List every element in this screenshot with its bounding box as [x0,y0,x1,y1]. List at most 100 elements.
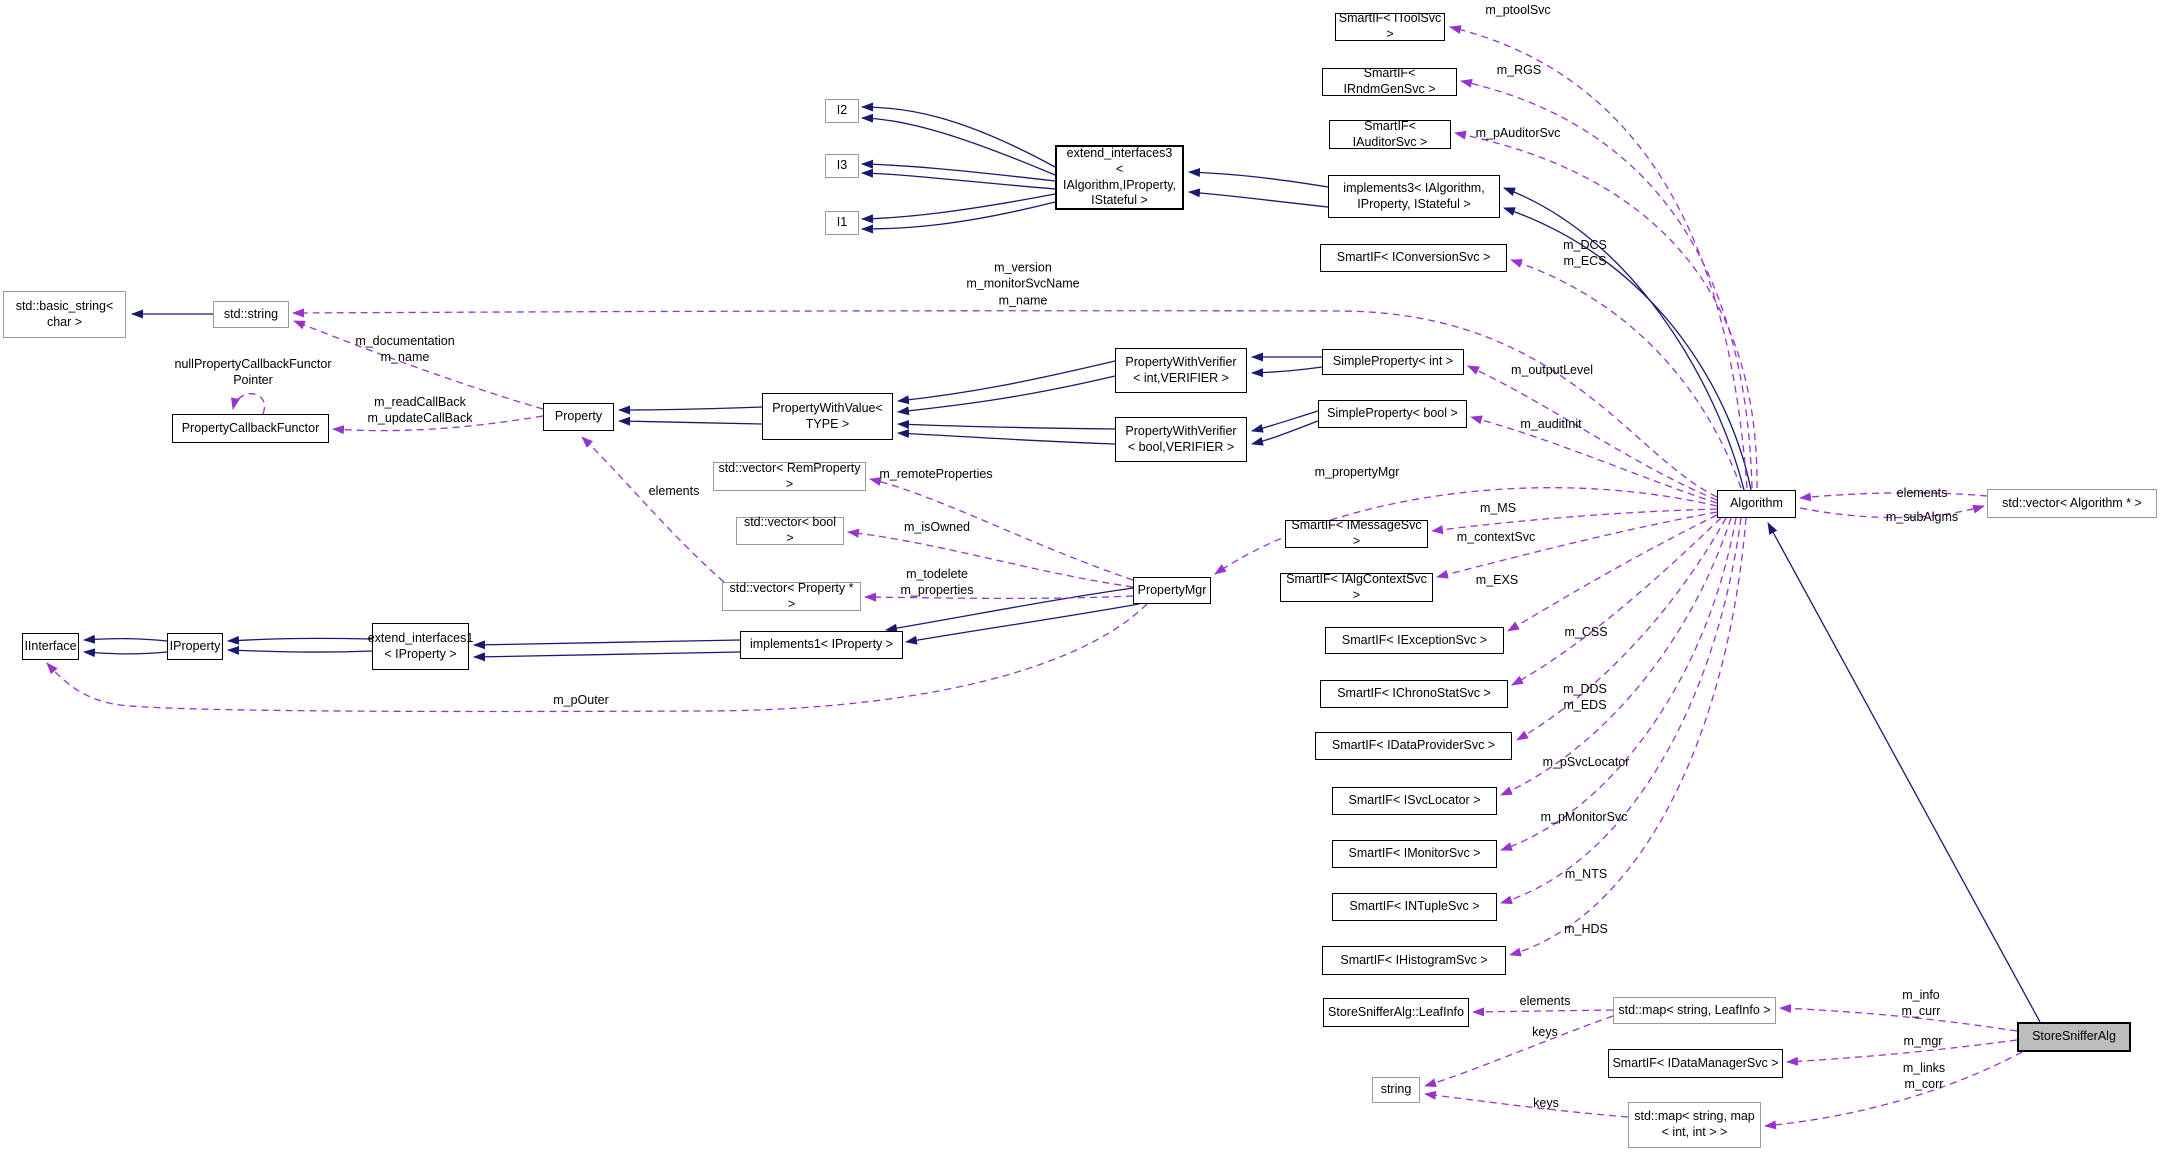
node-smartif-imonitorsvc[interactable]: SmartIF< IMonitorSvc > [1332,840,1497,868]
edge-impl1-ext1-b [473,651,741,662]
node-i2[interactable]: I2 [825,99,859,123]
node-iinterface[interactable]: IInterface [22,633,79,660]
edge-algorithm-itoolsvc [1449,25,1748,489]
edge-propertymgr-impl1-a [885,587,1134,633]
node-extend-interfaces1[interactable]: extend_interfaces1 < IProperty > [368,623,473,670]
node-simpleproperty-bool[interactable]: SimpleProperty< bool > [1318,400,1467,428]
edge-algorithm-iexceptionsvc [1507,514,1718,632]
edge-algorithm-imessagesvc [1431,508,1718,535]
edge-algorithm-iauditorsvc [1454,130,1758,489]
edge-propertymgr-impl1-b [905,603,1140,645]
edge-algorithm-ialgcontextsvc [1436,511,1718,579]
node-simpleproperty-int[interactable]: SimpleProperty< int > [1322,349,1464,375]
edge-propertymgr-vecbool [847,528,1134,588]
edge-algorithm-impl3-b [1503,207,1752,491]
node-propertycallbackfunctor[interactable]: PropertyCallbackFunctor [172,414,329,443]
node-storesnifferalg[interactable]: StoreSnifferAlg [2017,1022,2131,1052]
node-smartif-idatamanagersvc[interactable]: SmartIF< IDataManagerSvc > [1608,1049,1783,1078]
node-propertywithverifier-bool[interactable]: PropertyWithVerifier < bool,VERIFIER > [1115,417,1247,462]
node-storesnifferalg-leafinfo[interactable]: StoreSnifferAlg::LeafInfo [1323,998,1469,1027]
edge-algorithm-propertymgr [1214,487,1718,575]
edge-impl3-ext3-b [1188,188,1329,208]
node-string[interactable]: string [1372,1077,1420,1103]
edge-pwverbool-pwv-b [897,429,1116,445]
edge-pcf-selfloop [230,393,266,415]
node-map-string-leafinfo[interactable]: std::map< string, LeafInfo > [1613,997,1776,1024]
edge-ext3-i1-a [861,193,1056,224]
edge-impl1-ext1-a [473,639,741,650]
node-smartif-ialgcontextsvc[interactable]: SmartIF< IAlgContextSvc > [1280,572,1433,602]
edge-simplebool-pwverbool-b [1251,420,1319,446]
edge-ext3-i3-a [861,159,1056,182]
node-smartif-iauditorsvc[interactable]: SmartIF< IAuditorSvc > [1329,119,1451,149]
usage-edges [46,25,2023,1130]
edge-algorithm-simplebool [1470,415,1718,504]
edge-algorithm-irndmgensvc [1460,79,1753,489]
edge-algorithm-imonitorsvc [1500,517,1737,851]
node-smartif-ihistogramsvc[interactable]: SmartIF< IHistogramSvc > [1322,946,1506,975]
node-smartif-isvclocator[interactable]: SmartIF< ISvcLocator > [1332,787,1497,815]
node-iproperty[interactable]: IProperty [167,633,223,660]
node-property[interactable]: Property [543,403,614,431]
node-map-string-map-int-int[interactable]: std::map< string, map < int, int > > [1628,1102,1761,1148]
edge-pwverbool-pwv-a [897,419,1116,430]
node-smartif-ichronostatsvc[interactable]: SmartIF< IChronoStatSvc > [1320,680,1508,708]
node-i3[interactable]: I3 [825,154,859,178]
edge-simplebool-pwverbool-a [1251,410,1319,433]
edge-mapintmap-string-keys [1424,1090,1629,1118]
edge-mapleafinfo-string-keys [1424,1015,1614,1088]
edge-ext3-i3-b [861,168,1056,190]
edge-pwv-property-a [618,405,763,415]
node-std-basic-string[interactable]: std::basic_string< char > [3,291,126,338]
node-extend-interfaces3[interactable]: extend_interfaces3 < IAlgorithm,IPropert… [1055,145,1184,210]
edge-ext3-i1-b [861,201,1056,234]
edge-propertymgr-iinterface-pouter [46,603,1148,713]
edge-iproperty-iinterface-a [83,634,168,644]
node-smartif-iexceptionsvc[interactable]: SmartIF< IExceptionSvc > [1325,627,1504,654]
edge-algorithm-impl3-a [1503,187,1745,491]
edge-algorithm-intuplesvc [1500,517,1742,905]
node-std-string[interactable]: std::string [213,301,289,328]
node-smartif-irndmgensvc[interactable]: SmartIF< IRndmGenSvc > [1322,66,1457,96]
node-smartif-iconversionsvc[interactable]: SmartIF< IConversionSvc > [1320,244,1507,272]
edge-simpleint-pwverint-b [1251,366,1323,378]
node-implements3[interactable]: implements3< IAlgorithm, IProperty, ISta… [1328,175,1500,218]
node-algorithm[interactable]: Algorithm [1717,490,1796,518]
node-smartif-idataprovidersvc[interactable]: SmartIF< IDataProviderSvc > [1315,732,1512,760]
edge-pwv-property-b [618,416,763,426]
node-propertywithverifier-int[interactable]: PropertyWithVerifier < int,VERIFIER > [1115,348,1247,393]
edge-ext1-iproperty-a [227,635,373,645]
node-smartif-itoolsvc[interactable]: SmartIF< IToolSvc > [1335,11,1445,41]
edge-algorithm-idataprovidersvc [1516,517,1727,741]
edge-property-stdstring [293,320,544,410]
edge-ext3-i2-b [861,113,1056,176]
edge-vecprop-property-elements [581,436,725,583]
node-vector-property-ptr[interactable]: std::vector< Property * > [722,581,861,611]
node-implements1[interactable]: implements1< IProperty > [740,631,903,659]
edge-algorithm-stdstring [292,308,1718,498]
edge-ext1-iproperty-b [227,645,373,655]
node-vector-bool[interactable]: std::vector< bool > [736,515,844,545]
edge-storesnifferalg-mapintmap [1764,1051,2023,1130]
edge-algorithm-ihistogramsvc [1509,517,1747,957]
edge-storesnifferalg-idatamanagersvc [1786,1039,2018,1066]
node-smartif-intuplesvc[interactable]: SmartIF< INTupleSvc > [1332,893,1497,921]
edge-storesnifferalg-algorithm [1767,522,2041,1023]
edge-mapleafinfo-leafinfo-elements [1472,1007,1614,1017]
edge-property-pcf [332,415,544,435]
edge-algorithm-iconversionsvc [1510,259,1742,489]
edge-impl3-ext3-a [1188,167,1329,188]
node-propertymgr[interactable]: PropertyMgr [1133,577,1211,604]
node-vector-remproperty[interactable]: std::vector< RemProperty > [713,461,866,491]
node-propertywithvalue[interactable]: PropertyWithValue< TYPE > [762,393,893,440]
edge-algorithm-ichronostatsvc [1511,517,1722,686]
node-i1[interactable]: I1 [825,211,859,235]
edge-algorithm-isvclocator [1500,517,1732,796]
node-smartif-imessagesvc[interactable]: SmartIF< IMessageSvc > [1285,518,1428,548]
edge-propertymgr-vecrem [869,477,1134,581]
edge-vecalg-algorithm-elements [1799,492,1988,502]
edge-storesnifferalg-mapleafinfo [1779,1003,2018,1032]
node-vector-algorithm-ptr[interactable]: std::vector< Algorithm * > [1987,489,2157,518]
